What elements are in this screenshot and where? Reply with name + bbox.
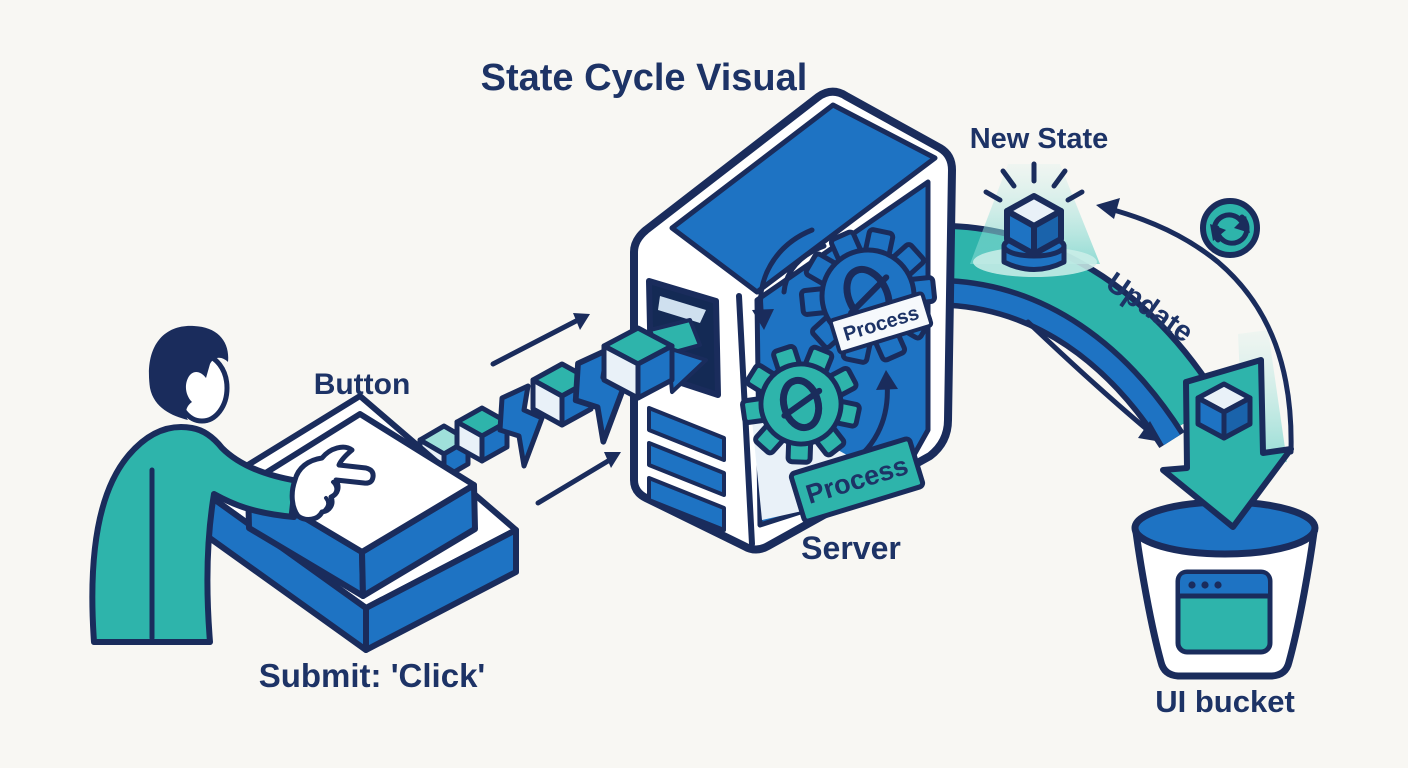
new-state-cube-icon xyxy=(1004,193,1064,257)
refresh-icon xyxy=(1200,198,1260,258)
flow-arrow-icon xyxy=(535,458,611,506)
data-flow xyxy=(417,313,675,506)
flow-chevron-icon xyxy=(497,383,545,469)
person-body xyxy=(89,424,301,645)
bucket-illustration xyxy=(1131,498,1319,680)
new-state-group xyxy=(970,161,1100,277)
server-illustration: Process Process xyxy=(630,87,956,554)
new-state-label: New State xyxy=(970,123,1109,155)
flow-arrowhead xyxy=(604,452,621,468)
flow-arrow-icon xyxy=(490,317,581,367)
button-label: Button xyxy=(314,368,411,401)
cycle-arrowhead-up xyxy=(1096,198,1120,219)
platform-side-right xyxy=(363,527,519,653)
ui-bucket-label: UI bucket xyxy=(1155,684,1295,719)
submit-label: Submit: 'Click' xyxy=(259,657,486,694)
person-hair xyxy=(148,325,229,420)
flow-cube-icon xyxy=(601,325,675,401)
falling-cube-icon xyxy=(1195,381,1253,441)
drop-arrow-icon xyxy=(1160,357,1294,530)
sparkle-rays-icon xyxy=(983,161,1085,203)
cycle-arrowhead-down xyxy=(1138,421,1162,442)
browser-window-icon xyxy=(1175,569,1273,655)
server-label: Server xyxy=(801,530,901,566)
cycle-arrow-icons xyxy=(1025,198,1294,455)
rotation-arrow-icons xyxy=(752,227,898,471)
cycle-arrow-lower xyxy=(1025,319,1153,435)
flow-arrowhead xyxy=(573,313,590,330)
person-icon xyxy=(89,325,376,645)
cycle-arrow-right xyxy=(1107,206,1294,455)
page-title: State Cycle Visual xyxy=(481,57,808,99)
gear-icon-teal xyxy=(740,343,862,465)
server-top-face xyxy=(669,102,938,295)
server-vent-slats xyxy=(647,406,726,532)
